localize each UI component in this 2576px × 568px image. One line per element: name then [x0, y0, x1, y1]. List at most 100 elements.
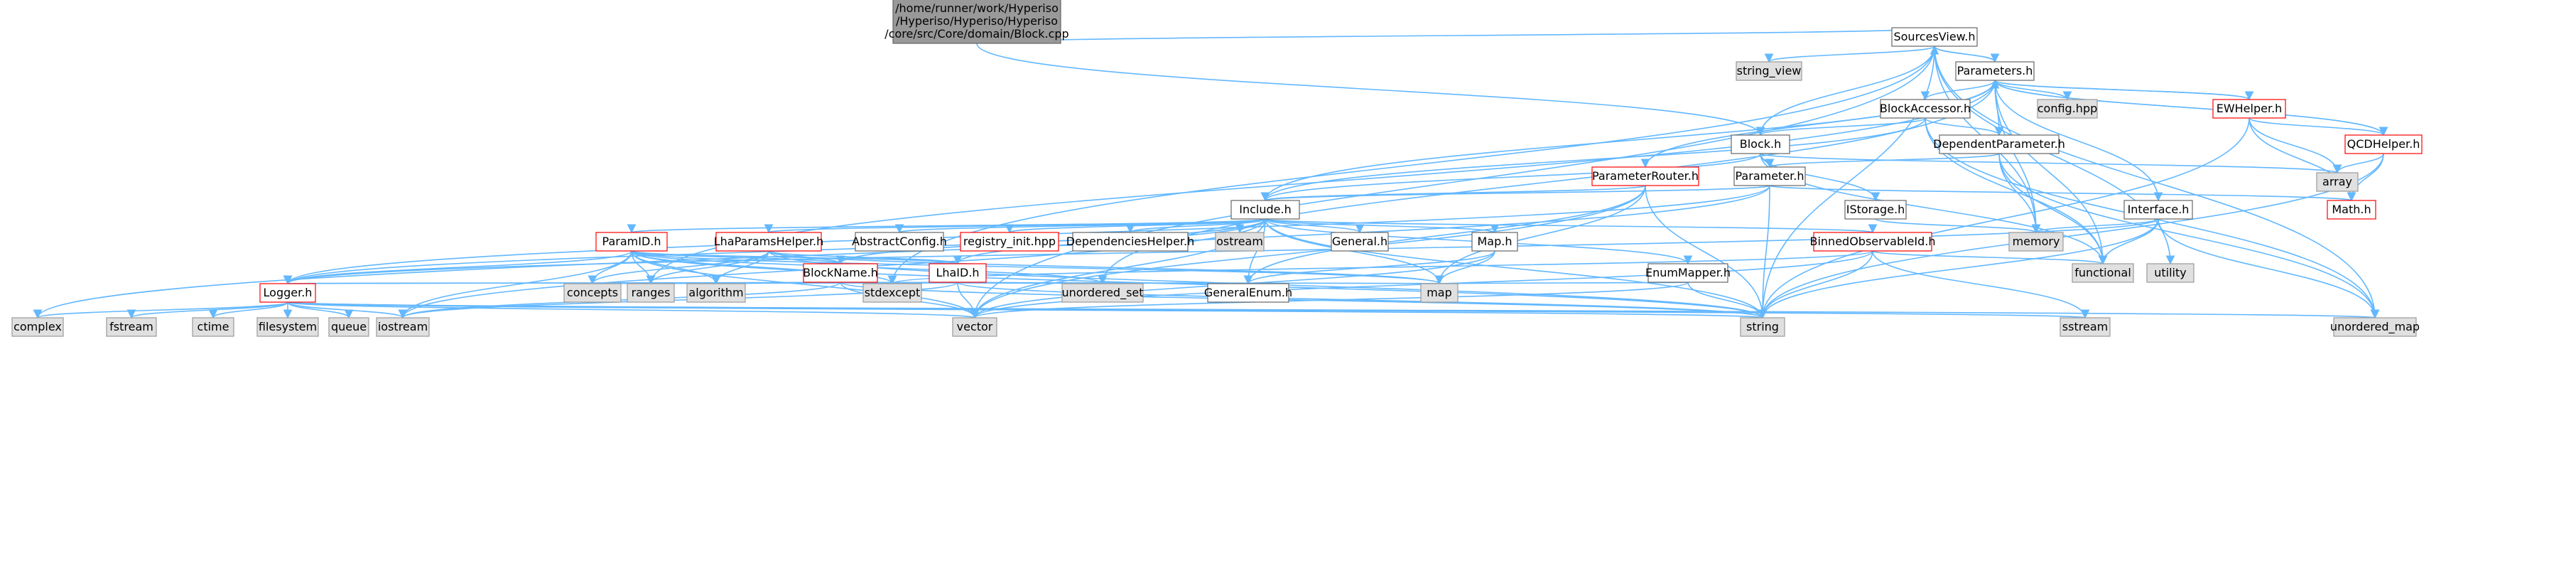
node-label: DependenciesHelper.h: [1066, 235, 1195, 248]
edge-lhaparamshelper-to-map: [768, 250, 1444, 285]
node-algorithm: algorithm: [686, 283, 746, 303]
node-abstractconfig[interactable]: AbstractConfig.h: [852, 232, 947, 252]
node-label: SourcesView.h: [1893, 30, 1975, 43]
node-string: string: [1740, 317, 1785, 337]
node-box: [862, 283, 922, 303]
node-label: config.hpp: [2037, 102, 2098, 115]
node-label: unordered_map: [2330, 320, 2420, 334]
node-dependencieshelper[interactable]: DependenciesHelper.h: [1066, 232, 1195, 252]
edge-paramid-to-string: [631, 250, 1768, 319]
edge-logger-to-vector: [287, 301, 979, 319]
node-box: [1215, 232, 1265, 252]
node-label: AbstractConfig.h: [852, 235, 947, 248]
node-label: queue: [331, 320, 367, 333]
node-box: [1591, 166, 1699, 186]
node-box: [686, 283, 746, 303]
node-box: [1207, 283, 1289, 303]
node-box: [2060, 317, 2111, 337]
edge-ewhelper-to-parameters: [1990, 79, 2250, 100]
edge-block-to-array: [1760, 153, 2342, 174]
node-label: iostream: [378, 320, 428, 333]
node-enummapper[interactable]: EnumMapper.h: [1645, 263, 1731, 283]
node-box: [1955, 61, 2035, 81]
node-label: registry_init.hpp: [963, 235, 1056, 249]
node-sourcesview[interactable]: SourcesView.h: [1891, 27, 1978, 47]
node-parameterrouter[interactable]: ParameterRouter.h: [1591, 166, 1699, 186]
node-box: [11, 317, 64, 337]
node-label: BinnedObservableId.h: [1809, 235, 1935, 248]
node-registryinit[interactable]: registry_init.hpp: [960, 232, 1059, 252]
node-box: [192, 317, 234, 337]
edge-parameters-to-interface: [1994, 80, 2163, 202]
edge-istorage-to-memory: [1875, 218, 2041, 234]
node-label: string_view: [1737, 64, 1802, 78]
node-paramid[interactable]: ParamID.h: [595, 232, 668, 252]
edge-include-to-string: [1265, 218, 1768, 319]
edge-include-to-general: [1265, 218, 1365, 234]
node-parameter[interactable]: Parameter.h: [1733, 166, 1806, 186]
node-lhaid[interactable]: LhaID.h: [929, 263, 987, 283]
node-logger[interactable]: Logger.h: [259, 283, 316, 303]
node-box: [1471, 232, 1518, 252]
edge-dependentparameter-to-parameter: [1765, 153, 2000, 168]
node-utility: utility: [2146, 263, 2195, 283]
node-label: filesystem: [259, 320, 317, 333]
node-ostream: ostream: [1215, 232, 1265, 252]
node-box: [855, 232, 944, 252]
node-binnedobs[interactable]: BinnedObservableId.h: [1809, 232, 1936, 252]
node-blockname[interactable]: BlockName.h: [803, 263, 878, 283]
node-box: [1740, 317, 1785, 337]
node-label: map: [1427, 286, 1452, 299]
node-label: ParameterRouter.h: [1592, 169, 1699, 183]
node-interface[interactable]: Interface.h: [2123, 200, 2193, 220]
node-box: [627, 283, 675, 303]
node-math[interactable]: Math.h: [2327, 200, 2376, 220]
node-label: /core/src/Core/domain/Block.cpp: [884, 27, 1068, 41]
node-istorage[interactable]: IStorage.h: [1844, 200, 1907, 220]
node-label: fstream: [109, 320, 153, 333]
node-box: [2344, 134, 2423, 154]
node-box: [1733, 166, 1806, 186]
node-ranges: ranges: [627, 283, 675, 303]
node-box: [1939, 134, 2060, 154]
node-parameters[interactable]: Parameters.h: [1955, 61, 2035, 81]
node-label: ParamID.h: [602, 235, 661, 248]
edge-include-to-map_h: [1265, 218, 1500, 234]
node-label: General.h: [1332, 235, 1387, 248]
node-generalenum[interactable]: GeneralEnum.h: [1204, 283, 1292, 303]
edge-dependentparameter-to-functional: [1998, 153, 2108, 265]
node-block_cpp[interactable]: /home/runner/work/Hyperiso/Hyperiso/Hype…: [884, 0, 1069, 44]
node-dependentparameter[interactable]: DependentParameter.h: [1933, 134, 2065, 154]
node-box: [595, 232, 668, 252]
node-label: ostream: [1216, 235, 1263, 248]
node-label: /Hyperiso/Hyperiso/Hyperiso: [896, 14, 1058, 28]
edge-parameter-to-include: [1261, 185, 1770, 202]
node-box: [2212, 99, 2286, 119]
node-block[interactable]: Block.h: [1731, 134, 1790, 154]
edge-binnedobs-to-functional: [1872, 250, 2107, 265]
node-unordered_set: unordered_set: [1061, 283, 1144, 303]
node-ewhelper[interactable]: EWHelper.h: [2212, 99, 2286, 119]
edge-ewhelper-to-string: [1758, 117, 2250, 319]
node-blockaccessor[interactable]: BlockAccessor.h: [1880, 99, 1971, 119]
node-include[interactable]: Include.h: [1230, 200, 1300, 220]
edge-blockname-to-iostream: [398, 282, 841, 319]
node-label: stdexcept: [865, 286, 921, 299]
edge-blockaccessor-to-functional: [1925, 117, 2108, 265]
node-map_h[interactable]: Map.h: [1471, 232, 1518, 252]
node-label: sstream: [2062, 320, 2108, 333]
node-label: Math.h: [2332, 203, 2371, 216]
edge-lhaparamshelper-to-concepts: [588, 250, 769, 285]
node-box: [2316, 172, 2359, 192]
node-label: Include.h: [1239, 203, 1291, 216]
node-qcdhelper[interactable]: QCDHelper.h: [2344, 134, 2423, 154]
node-label: unordered_set: [1061, 286, 1143, 300]
node-box: [1647, 263, 1728, 283]
node-general[interactable]: General.h: [1331, 232, 1389, 252]
node-label: memory: [2013, 235, 2060, 248]
node-label: GeneralEnum.h: [1204, 286, 1292, 299]
edge-sourcesview-to-unordered_map: [1934, 45, 2380, 319]
node-lhaparamshelper[interactable]: LhaParamsHelper.h: [714, 232, 824, 252]
node-sstream: sstream: [2060, 317, 2111, 337]
